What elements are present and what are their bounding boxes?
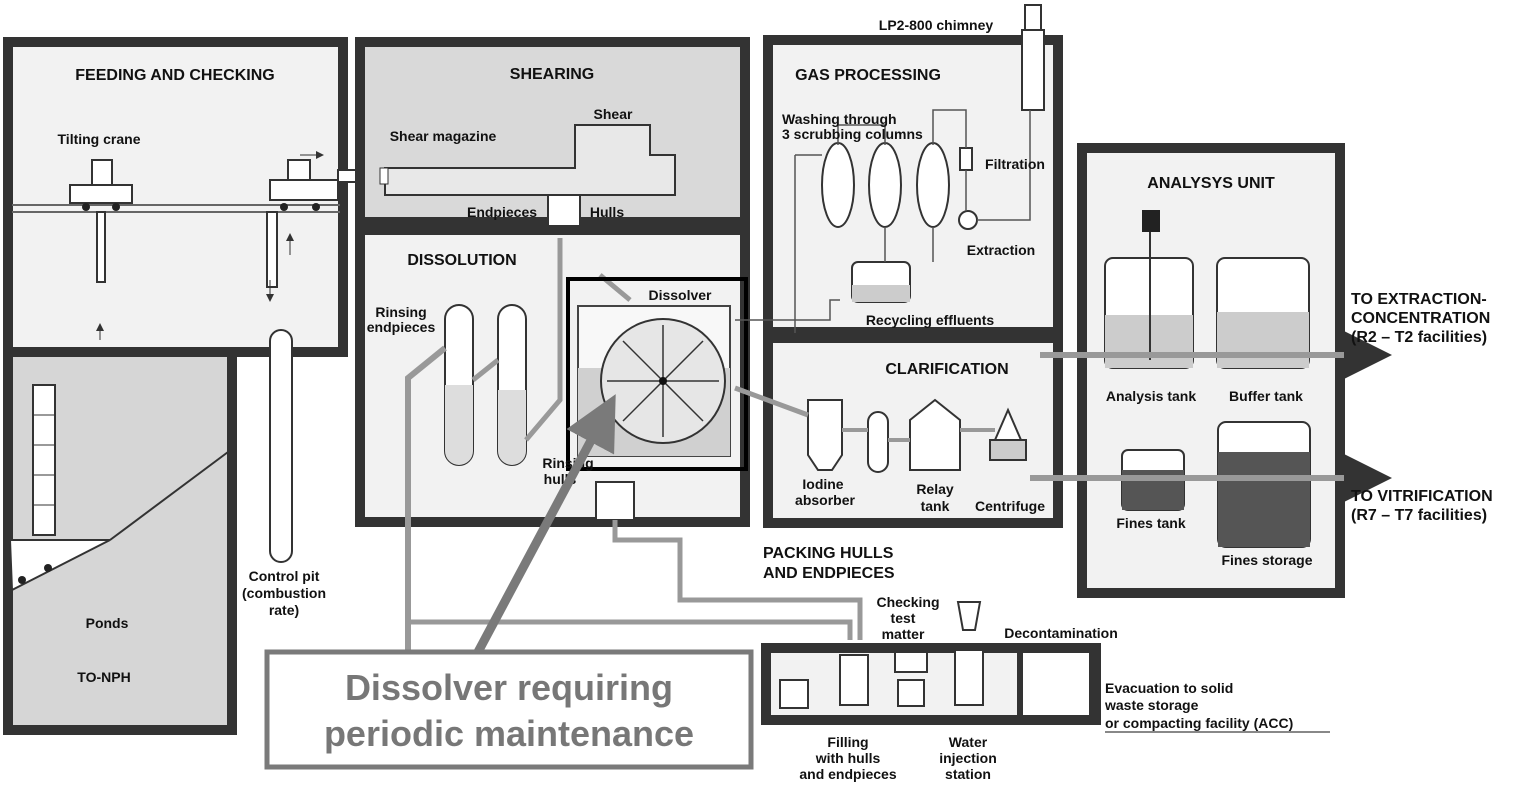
to-extraction-label-line1: TO EXTRACTION- [1351, 291, 1487, 308]
shear-label: Shear [594, 106, 633, 122]
feeding-checking-section [3, 37, 387, 735]
recycling-effluents-label: Recycling effluents [866, 312, 995, 328]
to-vitrification-label-line2: (R7 – T7 facilities) [1351, 507, 1487, 524]
callout-box [264, 649, 754, 770]
rinsing-endpieces-label-line2: endpieces [367, 319, 436, 335]
filling-label-line3: and endpieces [799, 766, 896, 782]
analysis-unit-section [1030, 143, 1392, 598]
buffer-tank-label: Buffer tank [1229, 388, 1303, 404]
analysis-unit-title: ANALYSYS UNIT [1147, 175, 1275, 192]
gas-processing-title: GAS PROCESSING [795, 67, 941, 84]
iodine-absorber-label-line1: Iodine [802, 476, 843, 492]
relay-tank-label-line1: Relay [916, 481, 954, 497]
chimney-label: LP2-800 chimney [879, 17, 994, 33]
filtration-label: Filtration [985, 156, 1045, 172]
ponds-label: Ponds [86, 615, 129, 631]
clarification-section [734, 333, 1063, 528]
checking-label-line2: test [891, 610, 916, 626]
to-extraction-label-line2: CONCENTRATION [1351, 310, 1490, 327]
relay-tank-label-line2: tank [921, 498, 950, 514]
checking-label-line1: Checking [876, 594, 939, 610]
shearing-section [355, 37, 750, 236]
dissolution-title: DISSOLUTION [407, 252, 516, 269]
shearing-title: SHEARING [510, 66, 594, 83]
hulls-label: Hulls [590, 204, 624, 220]
analysis-tank-label: Analysis tank [1106, 388, 1196, 404]
callout-text-line2: periodic maintenance [324, 713, 694, 754]
evacuation-label-line3: or compacting facility (ACC) [1105, 715, 1293, 731]
water-injection-label-line2: injection [939, 750, 997, 766]
evacuation-label-line1: Evacuation to solid [1105, 680, 1233, 696]
centrifuge-label: Centrifuge [975, 498, 1045, 514]
rinsing-endpieces-label-line1: Rinsing [375, 304, 426, 320]
filling-label-line2: with hulls [815, 750, 881, 766]
dissolver-label: Dissolver [648, 287, 712, 303]
checking-label-line3: matter [882, 626, 925, 642]
decontamination-label: Decontamination [1004, 625, 1118, 641]
extraction-label: Extraction [967, 242, 1035, 258]
packing-title-line1: PACKING HULLS [763, 545, 894, 562]
filling-label-line1: Filling [827, 734, 868, 750]
water-injection-label-line3: station [945, 766, 991, 782]
water-injection-label-line1: Water [949, 734, 988, 750]
washing-label-line1: Washing through [782, 111, 897, 127]
control-pit-label-line1: Control pit [249, 568, 320, 584]
callout-arrow [474, 394, 616, 655]
feeding-title: FEEDING AND CHECKING [75, 67, 274, 84]
clarification-title: CLARIFICATION [885, 361, 1008, 378]
to-nph-label: TO-NPH [77, 669, 130, 685]
to-vitrification-label-line1: TO VITRIFICATION [1351, 488, 1493, 505]
fines-storage-label: Fines storage [1221, 552, 1312, 568]
tilting-crane-label: Tilting crane [58, 131, 141, 147]
to-extraction-label-line3: (R2 – T2 facilities) [1351, 329, 1487, 346]
dissolver-highlight-frame [566, 277, 748, 471]
endpieces-label: Endpieces [467, 204, 537, 220]
shear-magazine-label: Shear magazine [390, 128, 497, 144]
evacuation-label-line2: waste storage [1104, 697, 1199, 713]
iodine-absorber-label-line2: absorber [795, 492, 855, 508]
control-pit-label-line2: (combustion [242, 585, 326, 601]
packing-section [405, 520, 1101, 725]
control-pit-label-line3: rate) [269, 602, 299, 618]
washing-label-line2: 3 scrubbing columns [782, 126, 923, 142]
callout-text-line1: Dissolver requiring [345, 667, 673, 708]
packing-title-line2: AND ENDPIECES [763, 565, 895, 582]
gas-processing-section [735, 4, 1063, 340]
fines-tank-label: Fines tank [1116, 515, 1185, 531]
